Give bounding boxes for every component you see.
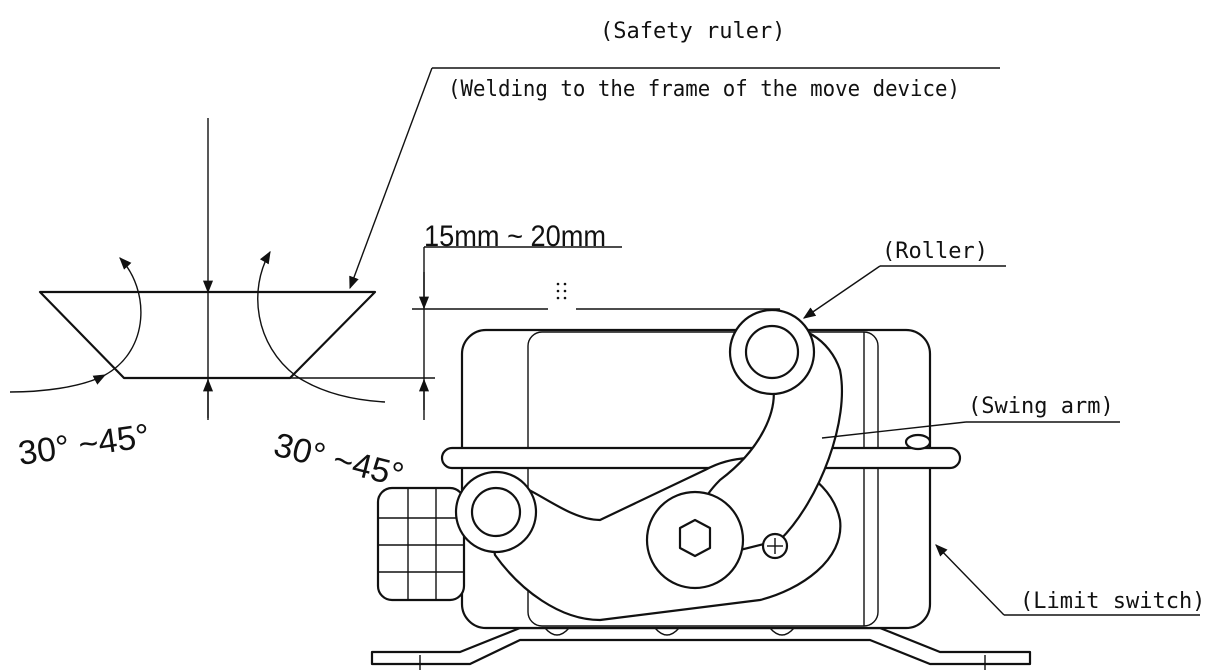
limit-switch-drawing bbox=[370, 308, 1032, 670]
flange-screw bbox=[904, 433, 932, 451]
welding-leader-arrow bbox=[349, 67, 433, 290]
welding-label: (Welding to the frame of the move device… bbox=[448, 77, 960, 102]
mounting-base-plate bbox=[370, 626, 1032, 666]
roller-left-inner bbox=[470, 486, 522, 538]
angle-label-right: 30° ~45° bbox=[270, 426, 407, 495]
gap-dimension-label: 15mm ~ 20mm bbox=[424, 220, 606, 253]
limit-switch-label: (Limit switch) bbox=[1020, 589, 1205, 614]
housing-flange bbox=[440, 446, 962, 470]
roller-inner bbox=[744, 324, 800, 380]
gap-dots bbox=[556, 282, 567, 300]
base-feet bbox=[544, 627, 795, 636]
cable-gland bbox=[376, 486, 466, 602]
housing-inner-panel bbox=[527, 331, 879, 627]
angle-arc-left-lower bbox=[9, 374, 107, 393]
safety-ruler-profile: 30° ~45° 30° ~45° bbox=[9, 118, 435, 495]
angle-arc-right-upper bbox=[257, 250, 297, 377]
hub-hex-bolt bbox=[678, 518, 712, 558]
roller-label: (Roller) bbox=[882, 239, 988, 264]
angle-arc-left-upper bbox=[104, 257, 142, 376]
safety-ruler-label: (Safety ruler) bbox=[600, 19, 785, 44]
swing-arm-label: (Swing arm) bbox=[968, 394, 1114, 419]
angle-label-left: 30° ~45° bbox=[16, 417, 152, 473]
limit-switch-leader-arrow bbox=[935, 544, 1005, 616]
swing-arm-leader bbox=[821, 421, 967, 439]
roller-leader-arrow bbox=[802, 265, 881, 319]
angle-arc-right-lower bbox=[295, 375, 386, 403]
